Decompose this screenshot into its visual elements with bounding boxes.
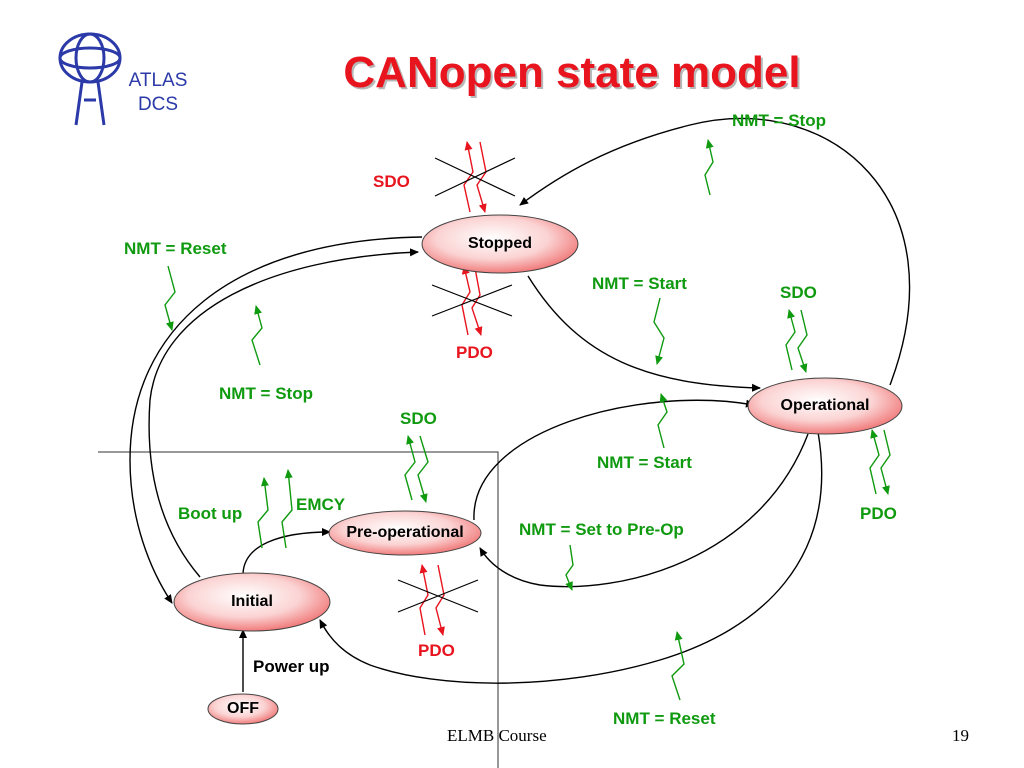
footer-course: ELMB Course: [447, 726, 547, 745]
signal-nmt-reset-bottom: [671, 631, 685, 701]
arc-initial-to-preop: [242, 528, 331, 576]
frame-line: [98, 451, 499, 768]
cross-pdo-preop: [397, 579, 479, 613]
label-nmt-reset-left: NMT = Reset: [124, 239, 227, 258]
signal-sdo-operational-up: [785, 309, 796, 371]
signal-pdo-operational-down: [880, 429, 891, 495]
arc-preop-to-operational: [473, 399, 755, 521]
signal-nmt-reset-left: [164, 265, 176, 331]
signal-boot-up: [257, 477, 269, 549]
arc-operational-to-stopped: [519, 117, 911, 386]
label-pdo-operational: PDO: [860, 504, 897, 523]
label-pdo-preop: PDO: [418, 641, 455, 660]
signal-nmt-stop-top: [704, 139, 714, 196]
state-stopped-shape: [421, 214, 579, 274]
signal-nmt-preop: [565, 544, 574, 591]
signal-pdo-stopped-up: [461, 265, 471, 336]
state-off-shape: [207, 693, 279, 725]
signal-sdo-preop-down: [417, 435, 429, 503]
label-pdo-stopped: PDO: [456, 343, 493, 362]
label-boot-up: Boot up: [178, 504, 243, 523]
arc-stopped-to-initial: [129, 236, 423, 604]
atlas-logo-icon: [58, 32, 122, 126]
signal-nmt-start-upper: [653, 297, 665, 365]
logo-line2: DCS: [137, 94, 179, 115]
label-power-up: Power up: [253, 657, 330, 676]
signal-nmt-stop-left: [251, 305, 263, 366]
label-nmt-stop-left: NMT = Stop: [219, 384, 313, 403]
state-initial-shape: [173, 572, 331, 632]
state-operational-label: Operational: [780, 397, 870, 414]
arc-initial-to-stopped: [148, 248, 419, 578]
label-nmt-set-preop: NMT = Set to Pre-Op: [519, 520, 684, 539]
logo-line1: ATLAS: [128, 70, 188, 91]
signal-sdo-operational-down: [797, 309, 808, 373]
signal-sdo-stopped-down: [476, 141, 487, 213]
state-stopped-label: Stopped: [468, 235, 532, 252]
label-sdo-stopped: SDO: [373, 172, 410, 191]
signal-sdo-preop-up: [404, 435, 416, 501]
label-nmt-stop-top: NMT = Stop: [732, 111, 826, 130]
state-preop-shape: [328, 510, 482, 556]
signal-pdo-preop-down: [435, 564, 445, 636]
label-sdo-operational: SDO: [780, 283, 817, 302]
cross-pdo-stopped: [431, 284, 513, 317]
signal-nmt-start-lower: [657, 393, 668, 449]
label-nmt-reset-bottom: NMT = Reset: [613, 709, 716, 728]
signal-emcy: [281, 469, 293, 549]
state-preop-label: Pre-operational: [346, 524, 464, 541]
cross-sdo-stopped: [434, 157, 516, 197]
state-off-label: OFF: [227, 700, 259, 717]
signal-sdo-stopped-up: [463, 141, 474, 213]
label-nmt-start-upper: NMT = Start: [592, 274, 687, 293]
page-title: CANopen state model: [343, 48, 801, 97]
footer-page-number: 19: [952, 726, 969, 745]
state-operational-shape: [747, 377, 903, 435]
arc-stopped-to-operational: [527, 275, 761, 392]
label-emcy: EMCY: [296, 495, 346, 514]
arc-operational-to-initial: [319, 431, 823, 684]
label-nmt-start-lower: NMT = Start: [597, 453, 692, 472]
label-sdo-preop: SDO: [400, 409, 437, 428]
arc-operational-to-preop: [479, 433, 809, 588]
signal-pdo-operational-up: [869, 429, 880, 495]
state-initial-label: Initial: [231, 593, 273, 610]
